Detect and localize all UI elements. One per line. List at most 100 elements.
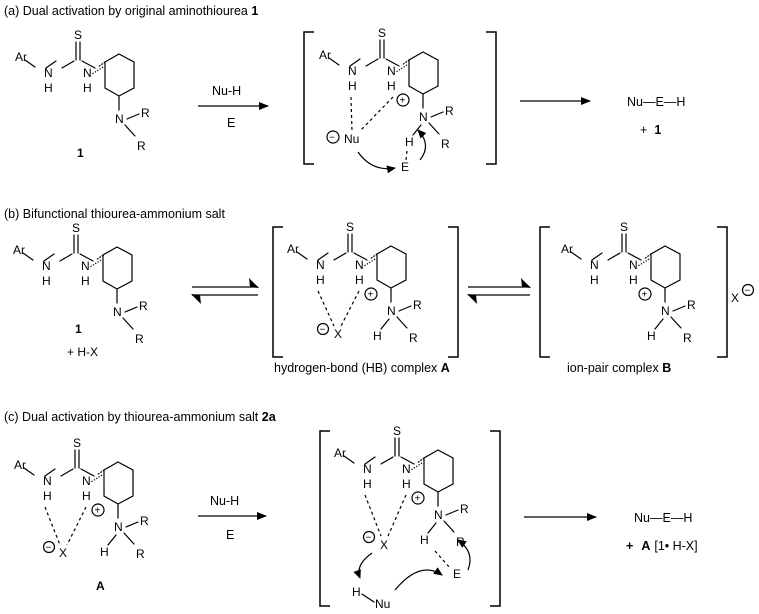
ion-pair-complex-b: Ar N H S N H N R R H + X − xyxy=(539,220,755,358)
svg-text:H: H xyxy=(348,79,357,93)
product-a: Nu—E—H xyxy=(627,95,685,109)
panel-c: (c) Dual activation by thiourea-ammonium… xyxy=(4,410,698,611)
svg-text:Ar: Ar xyxy=(13,243,25,257)
svg-text:N: N xyxy=(590,258,599,272)
svg-text:N: N xyxy=(83,66,92,80)
svg-text:Ar: Ar xyxy=(287,242,299,256)
svg-text:N: N xyxy=(114,520,123,534)
svg-text:+: + xyxy=(400,96,406,107)
panel-c-title: (c) Dual activation by thiourea-ammonium… xyxy=(4,410,277,424)
svg-text:Nu-H: Nu-H xyxy=(212,84,241,98)
svg-text:H: H xyxy=(44,81,53,95)
svg-text:S: S xyxy=(72,221,80,235)
aminothiourea-1-b: Ar N H S N H N R R 1 + H-X xyxy=(13,221,148,359)
svg-text:H: H xyxy=(405,135,414,149)
svg-text:R: R xyxy=(140,514,149,528)
product-c: Nu—E—H xyxy=(634,511,692,525)
transition-state-c: Ar N H S N H N R R H + − X E xyxy=(319,424,501,611)
svg-text:H: H xyxy=(83,81,92,95)
svg-text:N: N xyxy=(661,304,670,318)
hb-complex-a: Ar N H S N H N R R H + − X xyxy=(272,220,459,358)
svg-text:+1: +1 xyxy=(640,123,661,137)
svg-text:R: R xyxy=(409,331,418,345)
svg-text:S: S xyxy=(378,26,386,40)
reaction-arrow-c: Nu-H E xyxy=(198,494,267,542)
ion-pair-caption: ion-pair complex B xyxy=(567,361,671,375)
svg-text:X: X xyxy=(334,327,342,341)
svg-text:H: H xyxy=(316,273,325,287)
svg-text:H: H xyxy=(629,273,638,287)
svg-text:Nu: Nu xyxy=(344,132,359,146)
compound-label-1b: 1 xyxy=(75,322,82,336)
svg-text:N: N xyxy=(402,462,411,476)
svg-text:H: H xyxy=(647,329,656,343)
svg-text:N: N xyxy=(355,258,364,272)
svg-text:S: S xyxy=(346,220,354,234)
svg-text:H: H xyxy=(352,585,361,599)
svg-text:H: H xyxy=(81,274,90,288)
hb-complex-a-reactant: Ar N H S N H N R R H + xyxy=(14,436,149,561)
svg-text:R: R xyxy=(460,502,469,516)
svg-text:S: S xyxy=(620,220,628,234)
svg-text:E: E xyxy=(227,116,235,130)
svg-text:Ar: Ar xyxy=(319,48,331,62)
svg-text:R: R xyxy=(141,106,150,120)
svg-text:R: R xyxy=(687,298,696,312)
panel-b: (b) Bifunctional thiourea-ammonium salt … xyxy=(4,207,755,375)
svg-text:S: S xyxy=(73,436,81,450)
svg-text:H: H xyxy=(43,489,52,503)
svg-text:E: E xyxy=(401,160,409,174)
svg-text:N: N xyxy=(43,474,52,488)
svg-text:R: R xyxy=(445,104,454,118)
svg-text:N: N xyxy=(419,110,428,124)
svg-text:N: N xyxy=(44,66,53,80)
svg-text:H: H xyxy=(363,477,372,491)
svg-text:N: N xyxy=(113,305,122,319)
svg-text:N: N xyxy=(629,258,638,272)
svg-text:+: + xyxy=(415,494,421,505)
svg-text:N: N xyxy=(387,64,396,78)
svg-text:R: R xyxy=(136,547,145,561)
svg-text:S: S xyxy=(74,28,82,42)
hb-complex-caption: hydrogen-bond (HB) complex A xyxy=(274,361,450,375)
svg-text:N: N xyxy=(434,508,443,522)
compound-label-1: 1 xyxy=(77,146,84,160)
svg-text:Nu: Nu xyxy=(375,597,390,611)
svg-text:Nu-H: Nu-H xyxy=(210,494,239,508)
svg-text:R: R xyxy=(137,139,146,153)
svg-text:−: − xyxy=(329,133,335,144)
equilibrium-arrow-2 xyxy=(467,278,531,304)
panel-a: (a) Dual activation by original aminothi… xyxy=(4,4,685,174)
panel-b-title: (b) Bifunctional thiourea-ammonium salt xyxy=(4,207,225,221)
svg-text:E: E xyxy=(453,567,461,581)
svg-text:N: N xyxy=(81,259,90,273)
aminothiourea-1: Ar N H S N H N R R 1 xyxy=(15,28,150,160)
svg-text:+: + xyxy=(368,290,374,301)
svg-text:R: R xyxy=(139,299,148,313)
svg-text:E: E xyxy=(226,528,234,542)
svg-text:H: H xyxy=(373,329,382,343)
svg-text:N: N xyxy=(348,64,357,78)
svg-text:X: X xyxy=(59,546,67,560)
svg-text:R: R xyxy=(413,298,422,312)
svg-text:N: N xyxy=(82,474,91,488)
svg-text:N: N xyxy=(115,112,124,126)
svg-text:Ar: Ar xyxy=(561,242,573,256)
acid-hx: + H-X xyxy=(67,345,98,359)
svg-text:Ar: Ar xyxy=(14,458,26,472)
svg-text:+: + xyxy=(642,290,648,301)
svg-text:H: H xyxy=(355,273,364,287)
panel-a-title: (a) Dual activation by original aminothi… xyxy=(4,4,258,18)
svg-text:R: R xyxy=(135,332,144,346)
svg-text:H: H xyxy=(82,489,91,503)
svg-text:−: − xyxy=(366,533,372,544)
compound-label-a: A xyxy=(96,579,105,593)
svg-text:H: H xyxy=(42,274,51,288)
svg-text:N: N xyxy=(387,304,396,318)
svg-text:H: H xyxy=(402,477,411,491)
byproduct-c: +A[1• H-X] xyxy=(626,539,698,553)
svg-text:H: H xyxy=(420,533,429,547)
svg-text:H: H xyxy=(100,545,109,559)
reaction-arrow-a: Nu-H E xyxy=(198,84,269,130)
